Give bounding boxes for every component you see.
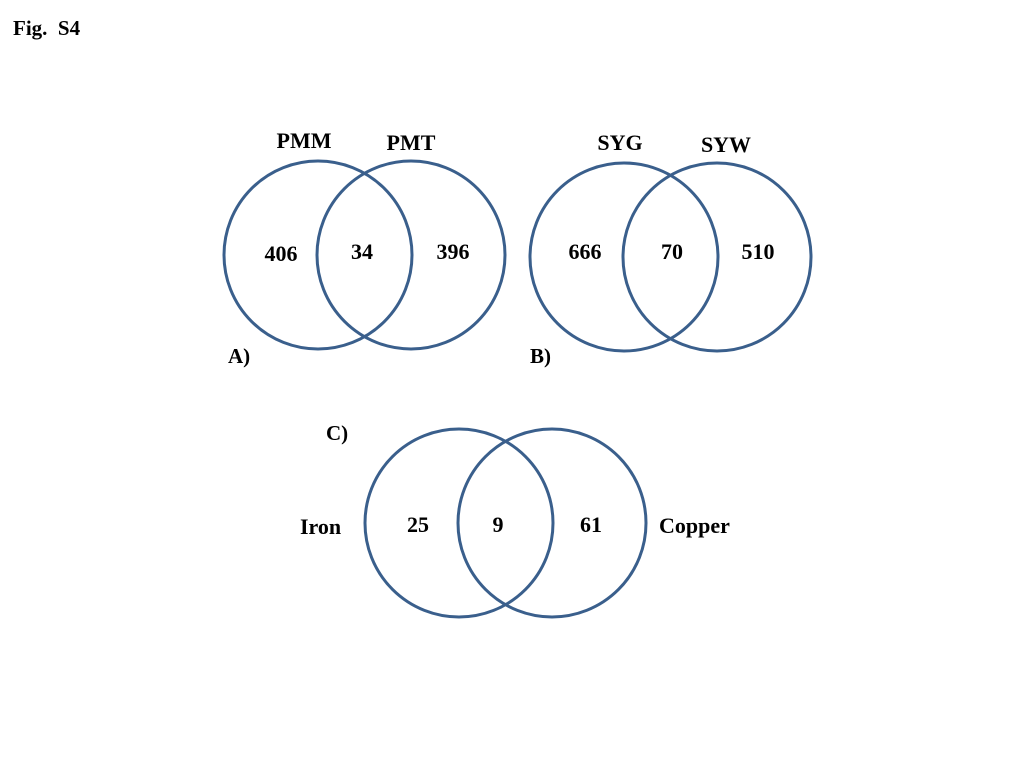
circle-syg <box>528 161 720 353</box>
set-label-pmt: PMT <box>387 130 436 155</box>
count-copper-only: 61 <box>580 512 602 537</box>
circle-iron <box>363 427 555 619</box>
count-iron-copper-overlap: 9 <box>493 512 504 537</box>
panel-label-b: B) <box>530 344 551 368</box>
count-pmt-only: 396 <box>437 239 470 264</box>
panel-label-c: C) <box>326 421 348 445</box>
set-label-pmm: PMM <box>277 128 332 153</box>
set-label-syg: SYG <box>597 130 642 155</box>
circle-pmt <box>315 159 507 351</box>
count-syg-syw-overlap: 70 <box>661 239 683 264</box>
figure-label: Fig. S4 <box>13 16 81 40</box>
set-label-copper: Copper <box>659 513 730 538</box>
circle-copper <box>456 427 648 619</box>
count-pmm-pmt-overlap: 34 <box>351 239 373 264</box>
count-syg-only: 666 <box>569 239 602 264</box>
venn-diagram-c: C) Iron Copper 25 9 61 <box>300 421 730 619</box>
venn-diagram-a: PMM PMT 406 34 396 A) <box>222 128 507 368</box>
count-pmm-only: 406 <box>265 241 298 266</box>
count-iron-only: 25 <box>407 512 429 537</box>
circle-pmm <box>222 159 414 351</box>
venn-diagram-b: SYG SYW 666 70 510 B) <box>528 130 813 368</box>
set-label-syw: SYW <box>701 132 751 157</box>
panel-label-a: A) <box>228 344 250 368</box>
count-syw-only: 510 <box>742 239 775 264</box>
set-label-iron: Iron <box>300 514 341 539</box>
circle-syw <box>621 161 813 353</box>
